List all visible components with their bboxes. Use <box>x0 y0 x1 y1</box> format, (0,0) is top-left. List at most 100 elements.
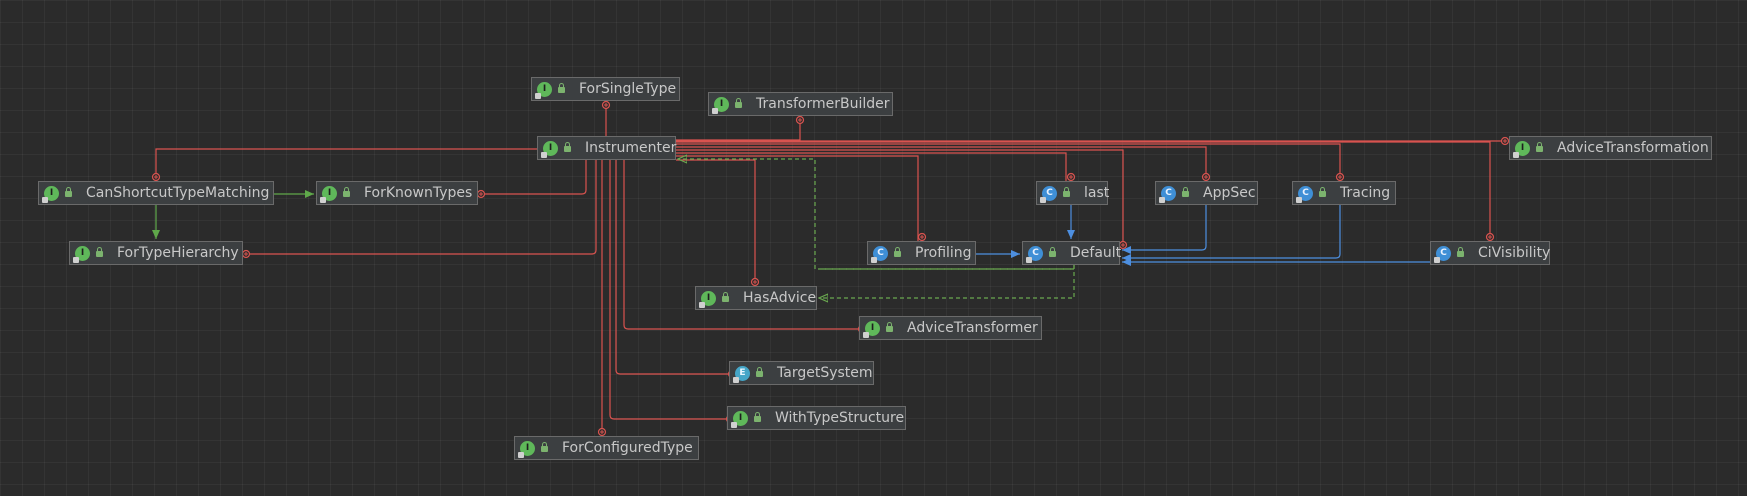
lock-icon <box>1457 247 1464 257</box>
interface-icon: I <box>699 290 716 308</box>
edge-default <box>676 149 1124 245</box>
lock-icon <box>541 442 548 452</box>
edge-hasadvice <box>676 159 756 286</box>
lock-icon <box>1182 187 1189 197</box>
nested-marker-canshortcuttypematching-cross <box>154 175 158 179</box>
lock-icon <box>343 187 350 197</box>
lock-icon <box>1063 187 1070 197</box>
node-label: Default <box>1070 245 1122 261</box>
node-advicetransformer[interactable]: I AdviceTransformer <box>859 316 1042 340</box>
node-fortypehierarchy[interactable]: I ForTypeHierarchy <box>69 241 243 265</box>
lock-icon <box>558 83 565 93</box>
interface-icon: I <box>42 185 59 203</box>
node-withtypestructure[interactable]: I WithTypeStructure <box>727 406 906 430</box>
node-label: AdviceTransformer <box>907 320 1038 336</box>
node-civisibility[interactable]: C CiVisibility <box>1430 241 1550 265</box>
node-label: TransformerBuilder <box>756 96 890 112</box>
edge-implements-instrumenter <box>678 159 1074 270</box>
node-label: CiVisibility <box>1478 245 1551 261</box>
node-tracing[interactable]: C Tracing <box>1292 181 1396 205</box>
lock-icon <box>65 187 72 197</box>
node-profiling[interactable]: C Profiling <box>867 241 976 265</box>
node-label: Instrumenter <box>585 140 677 156</box>
node-label: ForTypeHierarchy <box>117 245 239 261</box>
interface-icon: I <box>320 185 337 203</box>
interface-icon: I <box>712 96 729 114</box>
edge-tracing <box>676 143 1341 181</box>
edge-advicetransformer <box>623 160 859 330</box>
nested-marker-profiling-cross <box>920 235 924 239</box>
edge-implements-hasadvice <box>819 265 1075 298</box>
edge-civisibility <box>676 141 1491 241</box>
node-label: Tracing <box>1340 185 1391 201</box>
node-label: TargetSystem <box>777 365 873 381</box>
node-canshortcuttypematching[interactable]: I CanShortcutTypeMatching <box>38 181 274 205</box>
node-label: ForConfiguredType <box>562 440 693 456</box>
interface-icon: I <box>541 140 558 158</box>
node-advicetransformation[interactable]: I AdviceTransformation <box>1509 136 1712 160</box>
nested-marker-forsingletype-cross <box>604 103 608 107</box>
edge-targetsystem <box>615 160 729 375</box>
node-label: AdviceTransformation <box>1557 140 1709 156</box>
class-icon: C <box>1026 245 1043 263</box>
interface-icon: I <box>73 245 90 263</box>
nested-marker-transformerbuilder-cross <box>798 118 802 122</box>
edge-transformerbuilder <box>676 120 801 141</box>
edge-profiling <box>676 155 919 241</box>
node-label: Profiling <box>915 245 972 261</box>
edge-extends-appsec <box>1122 205 1207 254</box>
lock-icon <box>735 98 742 108</box>
nested-marker-fortypehierarchy-cross <box>244 252 248 256</box>
enum-icon: E <box>733 365 750 383</box>
lock-icon <box>1049 247 1056 257</box>
node-transformerbuilder[interactable]: I TransformerBuilder <box>708 92 893 116</box>
node-label: CanShortcutTypeMatching <box>86 185 270 201</box>
interface-icon: I <box>731 410 748 428</box>
nested-marker-advicetransformation-cross <box>1503 139 1507 143</box>
node-label: HasAdvice <box>743 290 817 306</box>
edge-appsec <box>676 146 1207 181</box>
node-label: last <box>1084 185 1110 201</box>
edge-extends-tracing <box>1122 205 1341 262</box>
class-icon: C <box>1434 245 1451 263</box>
interface-icon: I <box>535 81 552 99</box>
nested-marker-last-cross <box>1069 175 1073 179</box>
node-default[interactable]: C Default <box>1022 241 1122 265</box>
edge-last <box>676 152 1067 181</box>
lock-icon <box>1536 142 1543 152</box>
node-appsec[interactable]: C AppSec <box>1155 181 1258 205</box>
interface-icon: I <box>518 440 535 458</box>
lock-icon <box>754 412 761 422</box>
nested-marker-civisibility-cross <box>1488 235 1492 239</box>
node-hasadvice[interactable]: I HasAdvice <box>695 286 817 310</box>
lock-icon <box>886 322 893 332</box>
lock-icon <box>894 247 901 257</box>
lock-icon <box>564 142 571 152</box>
class-icon: C <box>871 245 888 263</box>
node-label: AppSec <box>1203 185 1256 201</box>
node-last[interactable]: C last <box>1036 181 1110 205</box>
class-icon: C <box>1296 185 1313 203</box>
interface-icon: I <box>1513 140 1530 158</box>
node-forsingletype[interactable]: I ForSingleType <box>531 77 680 101</box>
interface-icon: I <box>863 320 880 338</box>
node-targetsystem[interactable]: E TargetSystem <box>729 361 874 385</box>
lock-icon <box>756 367 763 377</box>
node-label: ForKnownTypes <box>364 185 473 201</box>
node-instrumenter[interactable]: I Instrumenter <box>537 136 676 160</box>
edge-fortypehierarchy <box>243 160 597 255</box>
nested-marker-tracing-cross <box>1338 175 1342 179</box>
node-label: WithTypeStructure <box>775 410 905 426</box>
class-icon: C <box>1159 185 1176 203</box>
lock-icon <box>96 247 103 257</box>
node-forknowntypes[interactable]: I ForKnownTypes <box>316 181 478 205</box>
node-label: ForSingleType <box>579 81 677 97</box>
nested-marker-appsec-cross <box>1204 175 1208 179</box>
nested-marker-forknowntypes-cross <box>479 192 483 196</box>
edge-withtypestructure <box>609 160 727 420</box>
edge-forknowntypes <box>478 160 587 195</box>
class-icon: C <box>1040 185 1057 203</box>
node-forconfiguredtype[interactable]: I ForConfiguredType <box>514 436 699 460</box>
